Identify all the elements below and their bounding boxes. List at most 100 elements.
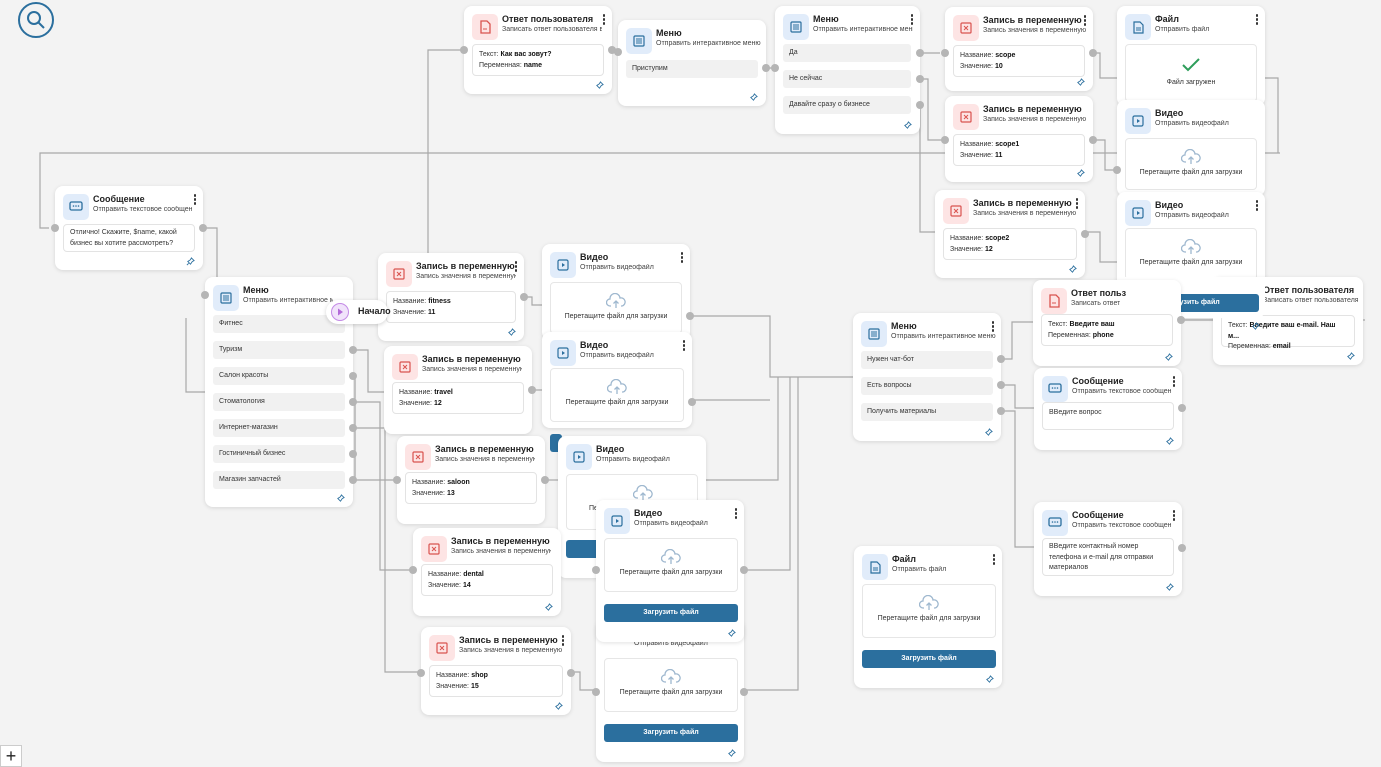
pin-icon[interactable] — [903, 121, 912, 130]
output-port[interactable] — [1178, 404, 1186, 412]
variable-node-shop[interactable]: Запись в переменную Запись значения в пе… — [417, 627, 575, 715]
kebab-menu-icon[interactable] — [602, 14, 606, 26]
pin-icon[interactable] — [1076, 169, 1085, 178]
file-node-uploaded[interactable]: Файл Отправить файл Файл загружен — [1117, 6, 1265, 106]
pin-icon[interactable] — [186, 257, 195, 266]
output-port[interactable] — [608, 46, 616, 54]
menu-option[interactable]: Магазин запчастей — [213, 471, 345, 489]
pin-icon[interactable] — [507, 328, 516, 337]
kebab-menu-icon[interactable] — [991, 321, 995, 333]
pin-icon[interactable] — [1165, 583, 1174, 592]
menu-option[interactable]: Салон красоты — [213, 367, 345, 385]
variable-node-fitness[interactable]: Запись в переменную Запись значения в пе… — [378, 253, 528, 341]
video-node-b[interactable]: Видео Отправить видеофайл Перетащите фай… — [542, 332, 696, 452]
output-port[interactable] — [1177, 316, 1185, 324]
output-port[interactable] — [1081, 230, 1089, 238]
output-port[interactable] — [916, 49, 924, 57]
output-port[interactable] — [916, 101, 924, 109]
variable-node-scope1[interactable]: Запись в переменную Запись значения в пе… — [941, 96, 1097, 182]
pin-icon[interactable] — [1164, 353, 1173, 362]
drop-zone[interactable]: Перетащите файл для загрузки — [604, 658, 738, 712]
menu-node-business[interactable]: Меню Отправить интерактивное м Фитнес Ту… — [201, 277, 357, 507]
menu-option[interactable]: Давайте сразу о бизнесе — [783, 96, 911, 114]
drop-zone[interactable]: Перетащите файл для загрузки — [1125, 228, 1257, 280]
start-node[interactable]: Начало — [326, 300, 391, 324]
menu-option[interactable]: Фитнес — [213, 315, 345, 333]
output-port[interactable] — [567, 669, 575, 677]
pin-icon[interactable] — [749, 93, 758, 102]
message-node-contact[interactable]: Сообщение Отправить текстовое сообщен...… — [1034, 502, 1186, 596]
menu-option[interactable]: Нужен чат-бот — [861, 351, 993, 369]
drop-zone[interactable]: Перетащите файл для загрузки — [550, 282, 682, 334]
output-port[interactable] — [1089, 136, 1097, 144]
input-port[interactable] — [51, 224, 59, 232]
upload-file-button[interactable]: Загрузить файл — [604, 724, 738, 742]
menu-option[interactable]: Есть вопросы — [861, 377, 993, 395]
input-port[interactable] — [393, 476, 401, 484]
kebab-menu-icon[interactable] — [561, 635, 565, 647]
pin-icon[interactable] — [727, 629, 736, 638]
kebab-menu-icon[interactable] — [910, 14, 914, 26]
video-node-e[interactable]: Отправить видеофайл Перетащите файл для … — [592, 620, 748, 762]
input-port[interactable] — [771, 64, 779, 72]
output-port[interactable] — [1089, 49, 1097, 57]
pin-icon[interactable] — [595, 81, 604, 90]
pin-icon[interactable] — [1076, 78, 1085, 87]
output-port[interactable] — [349, 346, 357, 354]
menu-option[interactable]: Стоматология — [213, 393, 345, 411]
kebab-menu-icon[interactable] — [1255, 14, 1259, 26]
variable-node-scope2[interactable]: Запись в переменную Запись значения в пе… — [935, 190, 1089, 278]
pin-icon[interactable] — [1346, 352, 1355, 361]
pin-icon[interactable] — [727, 749, 736, 758]
output-port[interactable] — [541, 476, 549, 484]
search-button[interactable] — [18, 2, 54, 38]
output-port[interactable] — [997, 355, 1005, 363]
output-port[interactable] — [740, 566, 748, 574]
output-port[interactable] — [688, 398, 696, 406]
add-node-button[interactable]: + — [0, 745, 22, 767]
variable-node-saloon[interactable]: Запись в переменную Запись значения в пе… — [393, 436, 549, 524]
menu-option[interactable]: Гостиничный бизнес — [213, 445, 345, 463]
variable-node-dental[interactable]: Запись в переменную Запись значения в пе… — [409, 528, 561, 616]
kebab-menu-icon[interactable] — [1075, 198, 1079, 210]
message-node-question[interactable]: Сообщение Отправить текстовое сообщен...… — [1034, 368, 1186, 450]
menu-node-help[interactable]: Меню Отправить интерактивное меню Нужен … — [853, 313, 1005, 441]
drop-zone[interactable]: Перетащите файл для загрузки — [604, 538, 738, 592]
upload-file-button[interactable]: Загрузить файл — [604, 604, 738, 622]
menu-node-yes-no[interactable]: Меню Отправить интерактивное меню Да Не … — [771, 6, 924, 134]
kebab-menu-icon[interactable] — [1083, 15, 1087, 27]
output-port[interactable] — [740, 688, 748, 696]
input-port[interactable] — [592, 688, 600, 696]
output-port[interactable] — [997, 407, 1005, 415]
variable-node-travel[interactable]: Запись в переменную Запись значения в пе… — [384, 346, 536, 434]
kebab-menu-icon[interactable] — [193, 194, 197, 206]
output-port[interactable] — [916, 75, 924, 83]
output-port[interactable] — [520, 293, 528, 301]
menu-option[interactable]: Туризм — [213, 341, 345, 359]
kebab-menu-icon[interactable] — [1255, 200, 1259, 212]
pin-icon[interactable] — [554, 702, 563, 711]
input-port[interactable] — [592, 566, 600, 574]
kebab-menu-icon[interactable] — [734, 508, 738, 520]
input-port[interactable] — [941, 136, 949, 144]
menu-option[interactable]: Да — [783, 44, 911, 62]
menu-option[interactable]: Получить материалы — [861, 403, 993, 421]
user-answer-node-phone[interactable]: Ответ польз Записать ответ Текст: Введит… — [1033, 280, 1185, 366]
input-port[interactable] — [941, 49, 949, 57]
output-port[interactable] — [762, 64, 770, 72]
input-port[interactable] — [460, 46, 468, 54]
upload-file-button[interactable]: Загрузить файл — [862, 650, 996, 668]
input-port[interactable] — [409, 566, 417, 574]
output-port[interactable] — [349, 476, 357, 484]
variable-node-scope[interactable]: Запись в переменную Запись значения в пе… — [941, 7, 1097, 91]
kebab-menu-icon[interactable] — [514, 261, 518, 273]
output-port[interactable] — [349, 424, 357, 432]
output-port[interactable] — [686, 312, 694, 320]
user-answer-node-name[interactable]: Ответ пользователя Записать ответ пользо… — [460, 6, 616, 94]
input-port[interactable] — [417, 669, 425, 677]
drop-zone[interactable]: Перетащите файл для загрузки — [862, 584, 996, 638]
pin-icon[interactable] — [1165, 437, 1174, 446]
output-port[interactable] — [528, 386, 536, 394]
drop-zone[interactable]: Перетащите файл для загрузки — [550, 368, 684, 422]
pin-icon[interactable] — [544, 603, 553, 612]
